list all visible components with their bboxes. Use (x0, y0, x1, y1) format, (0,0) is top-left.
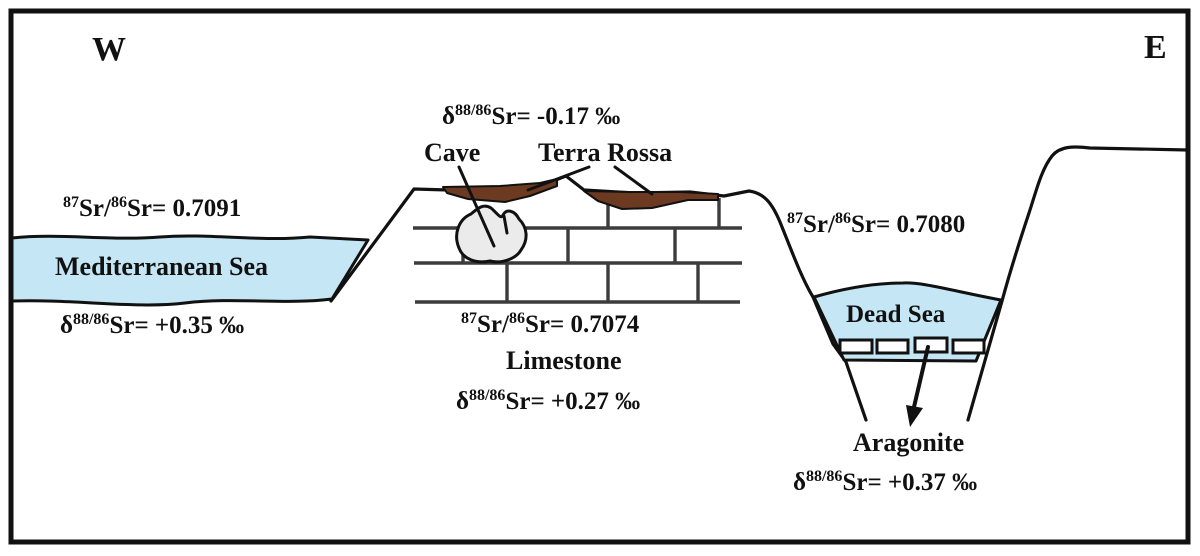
terra-rossa-label: Terra Rossa (538, 138, 672, 167)
cave-leader-line (457, 165, 496, 248)
med-sr-ratio-label: 87Sr/86Sr= 0.7091 (63, 194, 241, 222)
med-delta-label: δ88/86Sr= +0.35 ‰ (60, 311, 244, 339)
dead-sea-sr-ratio-label: 87Sr/86Sr= 0.7080 (787, 210, 965, 238)
terrain-line-west (329, 174, 868, 422)
platform-sr-ratio-label: 87Sr/86Sr= 0.7074 (461, 310, 640, 338)
compass-west: W (92, 31, 126, 68)
mediterranean-sea-label: Mediterranean Sea (55, 252, 268, 281)
dead-sea-label: Dead Sea (846, 301, 946, 328)
compass-east: E (1144, 29, 1167, 66)
cave-shape (455, 204, 528, 264)
aragonite-delta-label: δ88/86Sr= +0.37 ‰ (793, 468, 977, 496)
terrain-line-east (966, 145, 1190, 422)
limestone-label: Limestone (506, 346, 622, 375)
terra-rossa-layer-west (442, 178, 558, 203)
platform-delta-label: δ88/86Sr= +0.27 ‰ (456, 387, 640, 415)
terra-rossa-layer-east (583, 190, 719, 210)
terra-rossa-leader-east (613, 165, 654, 196)
cave-speleothem-line (502, 214, 509, 235)
aragonite-layer-rects (838, 336, 986, 355)
aragonite-label: Aragonite (853, 428, 964, 457)
down-arrow-icon (906, 345, 930, 427)
surface-delta-label: δ88/86Sr= -0.17 ‰ (442, 102, 620, 130)
terra-rossa-leader-west (526, 165, 591, 192)
cave-label: Cave (424, 138, 480, 167)
